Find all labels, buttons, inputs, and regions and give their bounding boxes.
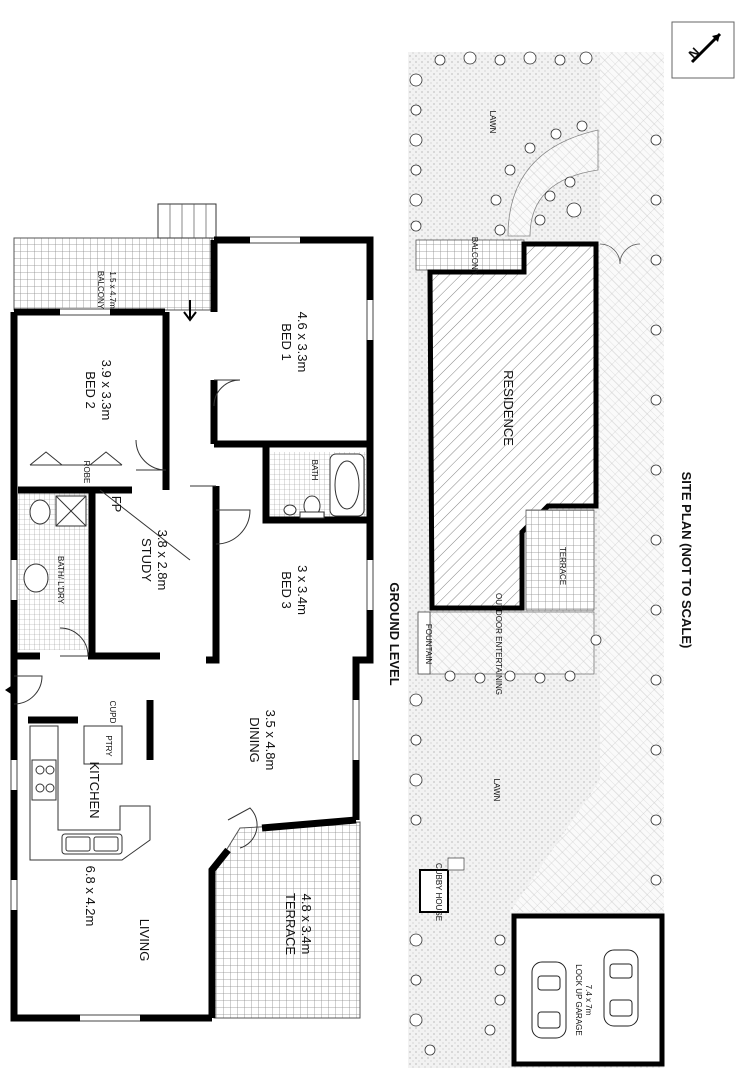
shrubs [409,51,662,1056]
door-bed1 [213,379,241,407]
fp-label: FP [109,496,124,513]
front-entry-arrow-icon [5,684,14,696]
site-plan-title: SITE PLAN (NOT TO SCALE) [679,472,694,649]
door-bath-ldry [59,627,89,657]
terrace-dims: 4.8 x 3.4m [299,894,314,955]
cubby-house-label: CUBBY HOUSE [434,863,443,921]
site-plan-labels: LAWN BALCONY RESIDENCE TERRACE FOUNTAIN … [424,111,694,1036]
car-icon [531,961,567,1039]
door-bed2 [135,439,167,471]
living-dims: 6.8 x 4.2m [83,866,98,927]
bed3-dims: 3 x 3.4m [295,565,310,615]
site-balcony [415,239,525,271]
living-label: LIVING [137,919,152,962]
kitchen-bench [29,725,151,861]
garage-label: LOCK UP GARAGE [574,964,583,1035]
entry-arrow-icon [183,300,197,322]
bed1-label: BED 1 [279,323,294,361]
outdoor-entertaining-label: OUTDOOR ENTERTAINING [494,593,503,695]
balcony-dims: 1.5 x 4.7m [108,271,117,309]
garden-path [507,129,599,237]
outer-wall [10,312,212,1022]
lawn-bottom-label: LAWN [492,779,501,802]
terrace-label: TERRACE [283,893,298,955]
door-bed3 [215,509,251,545]
pantry [83,725,123,765]
back-steps [157,203,217,239]
toilet-2 [29,499,51,525]
bed2-label: BED 2 [83,371,98,409]
ptry-label: PTRY [104,735,113,757]
bed2-dims: 3.9 x 3.3m [99,360,114,421]
floor-plan: BALCONY 1.5 x 4.7m BED 2 3.9 x 3.3m ROBE… [5,203,402,1022]
door-terrace [227,807,258,849]
north-compass-icon: N [671,21,735,79]
cupd-label: CUPD [108,701,117,724]
door-robe [29,451,123,466]
lawn-top-label: LAWN [488,111,497,134]
bed3-label: BED 3 [279,571,294,609]
site-plan: LAWN BALCONY RESIDENCE TERRACE FOUNTAIN … [408,51,694,1068]
car-icon-2 [603,949,639,1027]
residence-footprint [427,241,599,611]
garage-dims: 7.4 x 7m [584,985,593,1016]
dining-label: DINING [247,717,262,763]
ground-level-label: GROUND LEVEL [387,582,402,685]
study-label: STUDY [139,538,154,582]
site-terrace [525,509,595,611]
balcony-label: BALCONY [96,271,105,310]
basin [283,504,297,516]
cubby-house [419,869,449,913]
site-balcony-label: BALCONY [470,237,479,276]
bath-label: BATH [310,460,319,481]
kitchen-label: KITCHEN [87,761,102,818]
robe-label: ROBE [82,461,91,484]
fountain [417,611,431,675]
bed1-dims: 4.6 x 3.3m [295,312,310,373]
vanity-basin [23,563,49,593]
bath-ldry-label: BATH/ L'DRY [56,556,65,605]
dining-dims: 3.5 x 4.8m [263,710,278,771]
cooktop [31,759,57,801]
fountain-label: FOUNTAIN [424,624,433,665]
study-dims: 3.8 x 2.8m [155,530,170,591]
balcony-area [13,237,213,311]
floor-plan-labels: BALCONY 1.5 x 4.7m BED 2 3.9 x 3.3m ROBE… [56,271,402,961]
driveway [510,52,664,912]
residence-label: RESIDENCE [501,370,516,446]
door-entry [13,675,43,705]
site-terrace-label: TERRACE [558,547,567,585]
outdoor-entertaining-area [429,611,595,675]
